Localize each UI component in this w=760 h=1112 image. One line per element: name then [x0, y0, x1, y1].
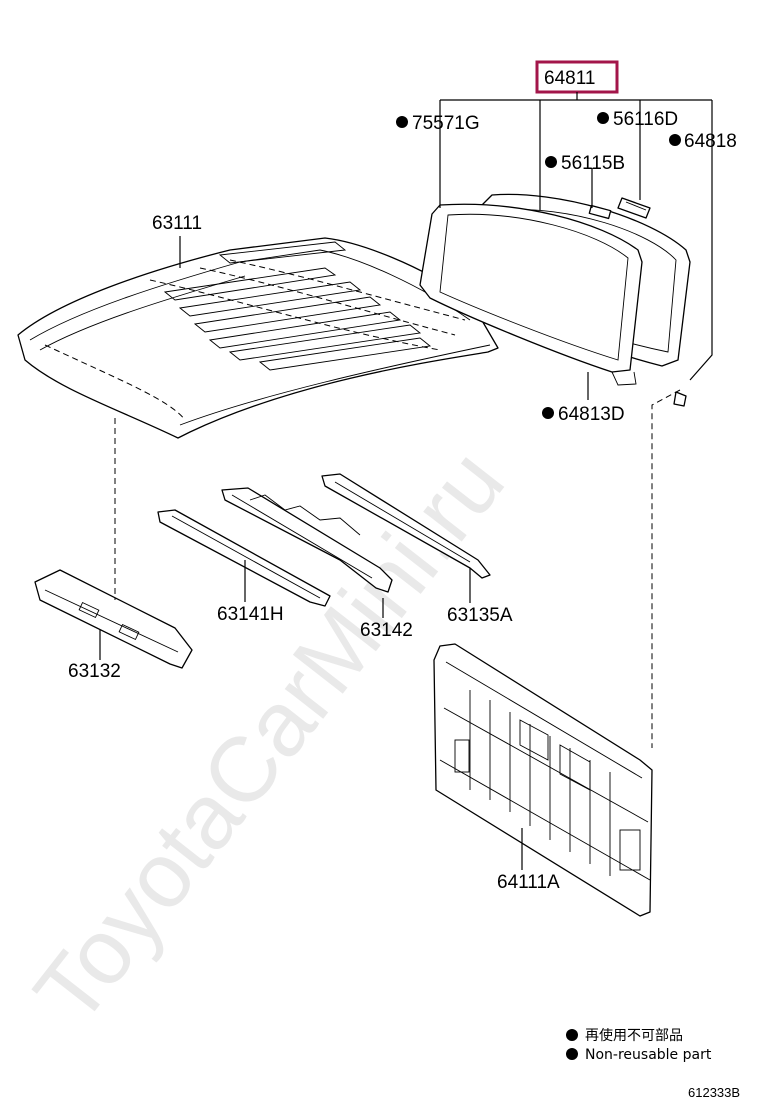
clip-56115b[interactable]: [588, 204, 612, 220]
label-64813d[interactable]: 64813D: [558, 404, 625, 425]
label-56115b[interactable]: 56115B: [561, 153, 625, 174]
label-63132[interactable]: 63132: [68, 661, 121, 682]
bolt-64818[interactable]: [673, 391, 687, 407]
label-56116d[interactable]: 56116D: [613, 109, 678, 130]
roof-panel-63111[interactable]: [17, 237, 499, 439]
roof-bow-63141h[interactable]: [157, 509, 331, 607]
label-63135a[interactable]: 63135A: [447, 605, 513, 626]
weatherstrip-75571g[interactable]: [419, 203, 643, 386]
label-63141h[interactable]: 63141H: [217, 604, 284, 625]
label-75571g[interactable]: 75571G: [412, 113, 480, 134]
label-64818[interactable]: 64818: [684, 131, 737, 152]
legend-english: Non-reusable part: [585, 1047, 712, 1063]
roof-bow-63142[interactable]: [221, 487, 393, 593]
label-63142[interactable]: 63142: [360, 620, 413, 641]
legend-bullet-2: [566, 1048, 578, 1060]
legend-bullet-1: [566, 1029, 578, 1041]
label-63111[interactable]: 63111: [152, 213, 202, 234]
bracket-56116d[interactable]: [617, 197, 651, 219]
legend-chinese: 再使用不可部品: [585, 1027, 683, 1044]
label-64111a[interactable]: 64111A: [497, 872, 560, 893]
back-panel-64111a[interactable]: [433, 643, 653, 917]
reference-code: 612333B: [688, 1085, 740, 1100]
roof-bow-63135a[interactable]: [321, 473, 491, 579]
front-header-63132[interactable]: [34, 569, 193, 669]
label-64811[interactable]: 64811: [544, 68, 595, 89]
